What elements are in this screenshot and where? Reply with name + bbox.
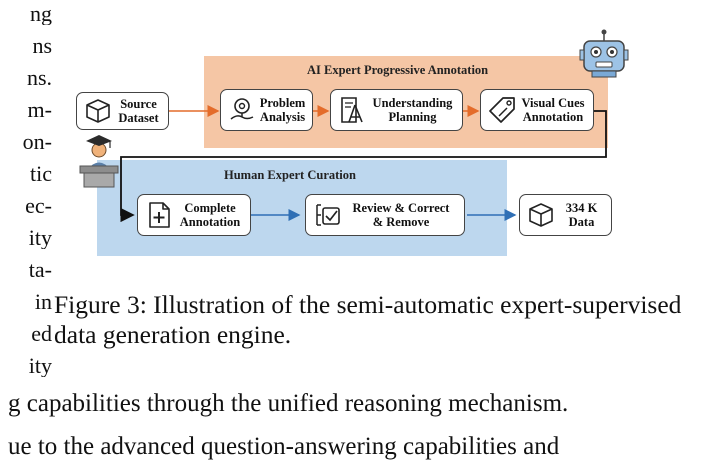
left-fragment: m-: [27, 98, 52, 121]
location-pin-icon: [230, 98, 254, 120]
left-fragment: ity: [28, 226, 52, 249]
left-fragment: ed: [31, 322, 52, 345]
left-fragment: ec-: [25, 194, 52, 217]
left-fragment: ns: [32, 34, 52, 57]
box-label-line: Annotation: [522, 110, 584, 124]
box-label-line: Annotation: [179, 215, 241, 229]
box-label-line: Understanding: [372, 96, 453, 110]
box-label-line: Source: [120, 97, 157, 111]
teacher-icon: [79, 135, 119, 188]
figure-caption: Figure 3: Illustration of the semi-autom…: [54, 290, 682, 349]
review-correct-remove-box: Review & Correct& Remove: [305, 194, 465, 236]
box-label-line: Visual Cues: [521, 96, 585, 110]
ai-region-title: AI Expert Progressive Annotation: [307, 63, 489, 77]
box-label-line: 334 K: [565, 201, 598, 215]
box-label-line: Complete: [184, 201, 236, 215]
box-label-line: Planning: [388, 110, 437, 124]
robot-icon: [579, 29, 629, 78]
human-region-title: Human Expert Curation: [224, 168, 356, 182]
pipeline-diagram: AI Expert Progressive Annotation Human E…: [76, 29, 629, 256]
tag-icon: [489, 97, 515, 123]
checklist-icon: [316, 204, 340, 226]
left-fragment: ity: [28, 354, 52, 377]
box-label-line: Dataset: [118, 111, 159, 125]
body-text-line: ue to the advanced question-answering ca…: [8, 433, 560, 460]
box-label-line: Data: [568, 215, 595, 229]
left-fragment: in: [34, 290, 52, 313]
document-compass-icon: [341, 97, 363, 123]
body-text-line: g capabilities through the unified reaso…: [8, 390, 569, 417]
box-label-line: Review & Correct: [352, 201, 450, 215]
box-label-line: Problem: [259, 96, 306, 110]
left-fragment: ns.: [26, 66, 52, 89]
left-fragment: ta-: [28, 258, 52, 281]
box-label-line: Analysis: [259, 110, 306, 124]
connector-visual-to-complete: [120, 110, 607, 223]
cube-icon: [86, 99, 110, 123]
left-fragment: ng: [30, 2, 52, 25]
left-fragment: tic: [30, 162, 52, 185]
add-document-icon: [149, 202, 170, 228]
box-label-line: & Remove: [372, 215, 430, 229]
left-fragment: on-: [22, 130, 52, 153]
cube-icon: [529, 203, 553, 227]
